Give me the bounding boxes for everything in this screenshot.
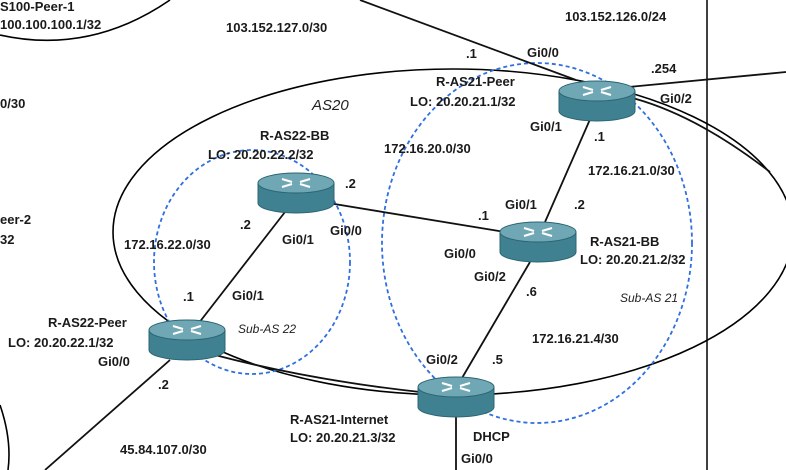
- link-peer-as20: [619, 94, 771, 173]
- peer2-loopback-fragment: 32: [0, 232, 14, 247]
- as100-peer1-boundary: [0, 0, 171, 42]
- subnet-45-84-107: 45.84.107.0/30: [120, 442, 207, 457]
- router-r-as21-peer[interactable]: [558, 80, 636, 122]
- link-bb21-inet: [461, 261, 531, 379]
- subnet-172-16-22: 172.16.22.0/30: [124, 237, 211, 252]
- if-bb22-dot2: .2: [345, 176, 356, 191]
- as100-peer1-name: S100-Peer-1: [0, 0, 74, 14]
- sub-as22-label: Sub-AS 22: [238, 322, 296, 336]
- r-as21-internet-loopback: LO: 20.20.21.3/32: [290, 430, 396, 445]
- if-bb21-dot6: .6: [526, 284, 537, 299]
- router-arrows-icon: [441, 382, 471, 392]
- if-bb22-dot2b: .2: [240, 217, 251, 232]
- router-r-as21-bb[interactable]: [499, 221, 577, 263]
- if-bb21-gi01: Gi0/1: [505, 197, 537, 212]
- if-bb22-gi00: Gi0/0: [330, 223, 362, 238]
- router-arrows-icon: [281, 178, 311, 188]
- subnet-103-152-127: 103.152.127.0/30: [226, 20, 327, 35]
- if-inet-gi00: Gi0/0: [461, 451, 493, 466]
- r-as22-bb-loopback: LO: 20.20.22.2/32: [208, 147, 314, 162]
- if-p22-gi00: Gi0/0: [98, 354, 130, 369]
- peer2-name-fragment: eer-2: [0, 212, 31, 227]
- router-arrows-icon: [582, 86, 612, 96]
- links: [44, 0, 786, 470]
- as100-peer1-loopback: 100.100.100.1/32: [0, 17, 101, 32]
- r-as21-bb-loopback: LO: 20.20.21.2/32: [580, 252, 686, 267]
- left-subnet-fragment: 0/30: [0, 96, 25, 111]
- router-r-as21-internet[interactable]: [417, 376, 495, 418]
- as20-label: AS20: [311, 97, 349, 114]
- link-peer-right: [617, 71, 786, 89]
- link-p22-inet: [214, 354, 421, 393]
- if-peer-dot254: .254: [651, 61, 677, 76]
- sub-as21-boundary: [381, 62, 693, 424]
- if-bb21-dot1: .1: [478, 208, 489, 223]
- r-as22-peer-name: R-AS22-Peer: [48, 315, 127, 330]
- sub-as21-label: Sub-AS 21: [620, 291, 678, 305]
- bottom-left-boundary: [0, 404, 10, 470]
- router-r-as22-peer[interactable]: [148, 319, 226, 361]
- r-as22-bb-name: R-AS22-BB: [260, 128, 329, 143]
- if-peer-dot1: .1: [466, 46, 477, 61]
- link-bb22-bb21: [309, 199, 506, 233]
- router-arrows-icon: [523, 227, 553, 237]
- router-arrows-icon: [172, 325, 202, 335]
- if-bb22-gi01: Gi0/1: [282, 232, 314, 247]
- r-as21-peer-loopback: LO: 20.20.21.1/32: [410, 94, 516, 109]
- r-as21-peer-name: R-AS21-Peer: [436, 74, 515, 89]
- subnet-103-152-126: 103.152.126.0/24: [565, 9, 667, 24]
- if-peer-gi02: Gi0/2: [660, 91, 692, 106]
- link-p22-down: [44, 359, 171, 470]
- if-bb21-dot2: .2: [574, 197, 585, 212]
- r-as22-peer-loopback: LO: 20.20.22.1/32: [8, 335, 114, 350]
- subnet-172-16-21-0: 172.16.21.0/30: [588, 163, 675, 178]
- subnet-172-16-20: 172.16.20.0/30: [384, 141, 471, 156]
- if-inet-dhcp: DHCP: [473, 429, 510, 444]
- router-r-as22-bb[interactable]: [257, 172, 335, 214]
- r-as21-internet-name: R-AS21-Internet: [290, 412, 389, 427]
- if-p22-dot1: .1: [183, 289, 194, 304]
- if-peer-dot1b: .1: [594, 129, 605, 144]
- if-bb21-gi02: Gi0/2: [474, 269, 506, 284]
- if-inet-gi02: Gi0/2: [426, 352, 458, 367]
- if-bb21-gi00: Gi0/0: [444, 246, 476, 261]
- subnet-172-16-21-4: 172.16.21.4/30: [532, 331, 619, 346]
- link-bb22-p22: [194, 211, 286, 329]
- link-peer-top: [359, 0, 577, 81]
- if-p22-dot2: .2: [158, 377, 169, 392]
- if-peer-gi00: Gi0/0: [527, 45, 559, 60]
- sub-as22-boundary: [153, 149, 351, 375]
- if-p22-gi01: Gi0/1: [232, 288, 264, 303]
- if-peer-gi01: Gi0/1: [530, 119, 562, 134]
- link-peer-bb21: [544, 107, 596, 223]
- if-inet-dot5: .5: [492, 352, 503, 367]
- r-as21-bb-name: R-AS21-BB: [590, 234, 659, 249]
